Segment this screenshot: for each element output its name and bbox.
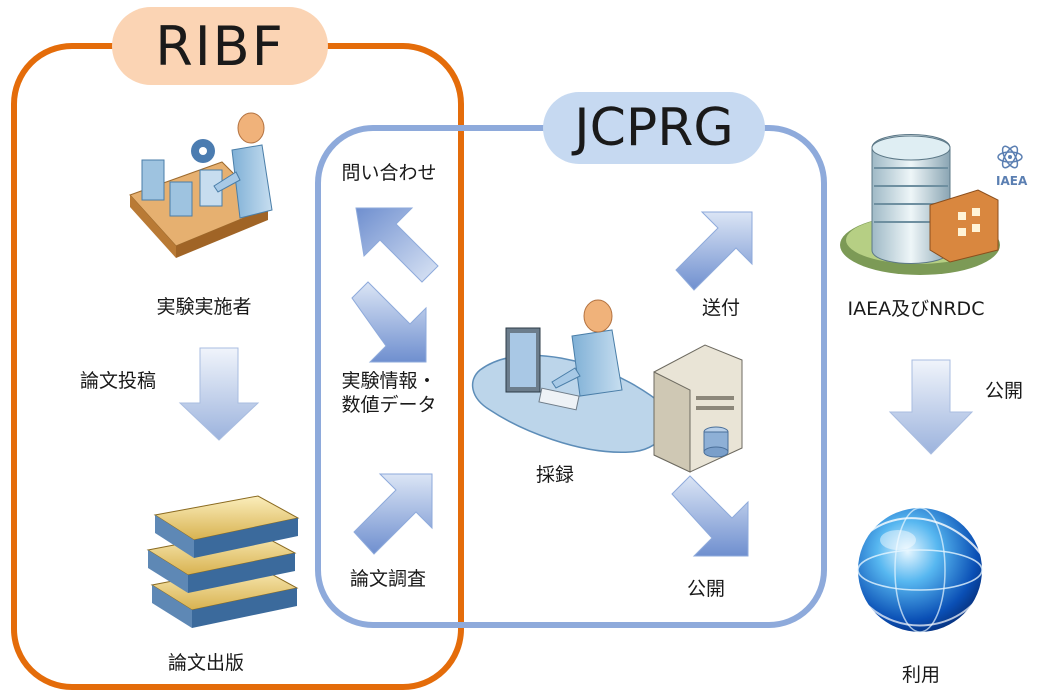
arrow-down-icon — [888, 359, 974, 455]
experimenter-label: 実験実施者 — [156, 296, 252, 318]
iaea-logo-text: IAEA — [996, 174, 1028, 188]
globe-icon — [857, 507, 986, 633]
submission-label: 論文投稿 — [80, 370, 157, 392]
compilation-label: 採録 — [535, 464, 575, 486]
arrow-down-right-icon — [671, 475, 749, 557]
workstation-server-icon — [471, 299, 743, 473]
conveyor-worker-icon — [129, 112, 273, 258]
inquiry-label: 問い合わせ — [341, 162, 437, 184]
publication-label: 論文出版 — [167, 652, 245, 674]
iaea-building-icon — [840, 134, 1000, 275]
exp-info-label: 実験情報・ 数値データ — [341, 370, 437, 416]
arrow-up-left-icon — [355, 207, 439, 283]
arrow-up-right-icon — [675, 211, 753, 291]
send-label: 送付 — [701, 297, 741, 319]
books-stack-icon — [146, 495, 300, 628]
usage-label: 利用 — [901, 664, 941, 686]
iaea-label: IAEA及びNRDC — [847, 298, 985, 320]
ribf-badge: RIBF — [112, 7, 328, 85]
paper-survey-label: 論文調査 — [349, 568, 427, 590]
publish-jcprg-label: 公開 — [686, 578, 726, 600]
jcprg-badge: JCPRG — [543, 92, 765, 164]
arrow-down-icon — [178, 347, 260, 441]
iaea-logo — [997, 145, 1023, 169]
arrow-down-right-icon — [351, 281, 427, 363]
publish-iaea-label: 公開 — [985, 380, 1024, 402]
arrow-up-right-icon — [353, 473, 433, 555]
